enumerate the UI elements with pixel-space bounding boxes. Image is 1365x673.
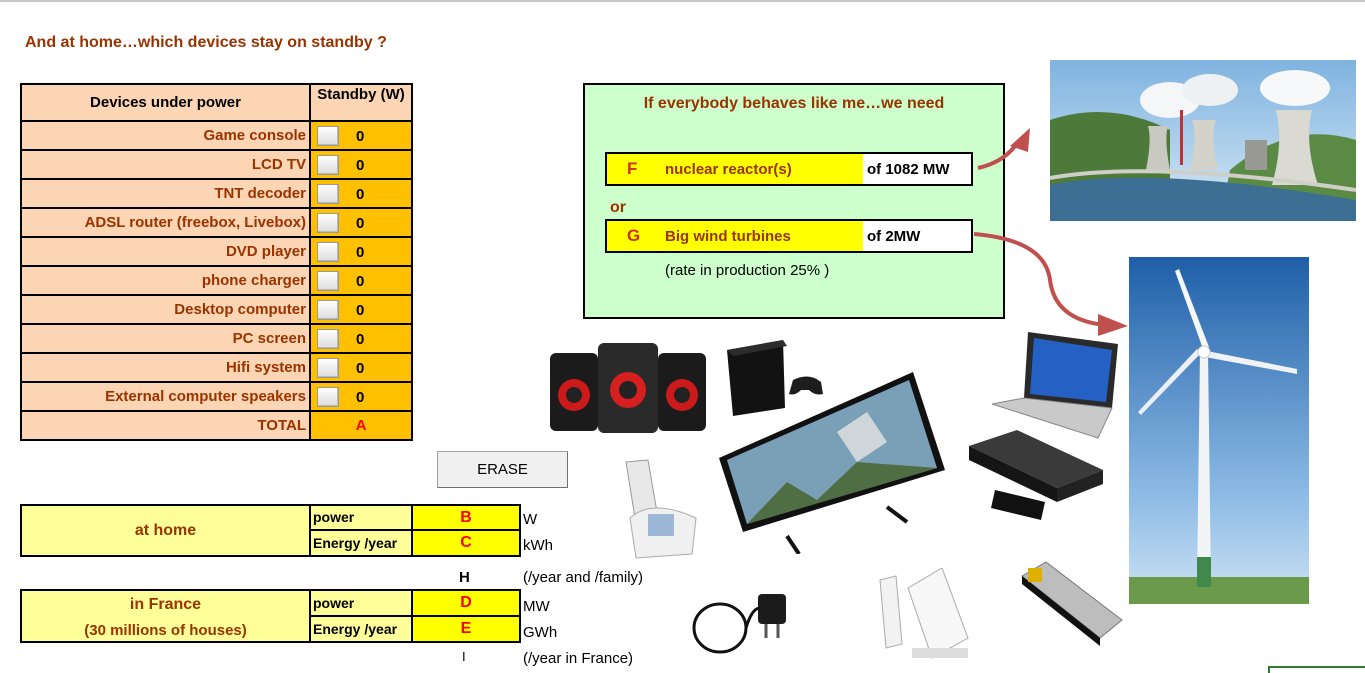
table-header: Devices under power Standby (W) <box>20 83 413 122</box>
device-checkbox[interactable] <box>317 358 339 378</box>
table-row: DVD player 0 <box>20 236 413 267</box>
or-label: or <box>610 199 626 216</box>
game-console-image <box>727 340 823 416</box>
table-row: ADSL router (freebox, Livebox) 0 <box>20 207 413 238</box>
wind-label: Big wind turbines <box>665 228 791 245</box>
device-label: TNT decoder <box>20 178 311 209</box>
home-per-value: H <box>459 569 470 586</box>
wind-turbine-image <box>1129 257 1309 604</box>
device-label: LCD TV <box>20 149 311 180</box>
dvd-player-image <box>969 430 1103 520</box>
device-standby-value: 0 <box>356 186 365 203</box>
device-checkbox[interactable] <box>317 242 339 262</box>
device-checkbox[interactable] <box>317 126 339 146</box>
device-standby-value: 0 <box>356 273 365 290</box>
device-checkbox[interactable] <box>317 184 339 204</box>
page-title: And at home…which devices stay on standb… <box>25 34 387 51</box>
device-standby-value: 0 <box>356 157 365 174</box>
device-standby-value: 0 <box>356 128 365 145</box>
device-standby-value: 0 <box>356 302 365 319</box>
france-power-unit: MW <box>523 598 550 615</box>
device-label: ADSL router (freebox, Livebox) <box>20 207 311 238</box>
device-checkbox[interactable] <box>317 155 339 175</box>
home-power-value: B <box>411 504 521 531</box>
total-label: TOTAL <box>20 410 311 441</box>
france-energy-value: E <box>411 615 521 643</box>
table-row: External computer speakers 0 <box>20 381 413 412</box>
france-power-label: power <box>309 589 413 617</box>
wind-value: G <box>627 226 641 245</box>
table-row: Desktop computer 0 <box>20 294 413 325</box>
device-standby-value: 0 <box>356 331 365 348</box>
device-label: PC screen <box>20 323 311 354</box>
home-energy-label: Energy /year <box>309 529 413 557</box>
phone-charger-image <box>692 594 786 654</box>
window-top-border <box>0 0 1365 2</box>
france-per-note: (/year in France) <box>523 650 634 667</box>
table-row: PC screen 0 <box>20 323 413 354</box>
device-label: Game console <box>20 120 311 151</box>
corner-marker <box>1268 666 1365 673</box>
home-energy-unit: kWh <box>523 537 553 554</box>
device-checkbox[interactable] <box>317 213 339 233</box>
header-devices: Devices under power <box>20 83 311 122</box>
device-label: Desktop computer <box>20 294 311 325</box>
wii-console-image <box>879 568 969 659</box>
laptop-image <box>991 332 1118 439</box>
nuclear-value: F <box>627 159 638 178</box>
arrow-to-wind <box>973 232 1106 327</box>
rate-note: (rate in production 25% ) <box>665 262 830 279</box>
france-block: in France (30 millions of houses) <box>20 589 311 643</box>
result-panel: If everybody behaves like me…we need F n… <box>583 83 1005 319</box>
header-standby: Standby (W) <box>309 83 413 122</box>
device-checkbox[interactable] <box>317 329 339 349</box>
device-label: Hifi system <box>20 352 311 383</box>
nuclear-plant-image <box>1050 60 1356 221</box>
lcd-tv-image <box>719 372 945 554</box>
france-energy-unit: GWh <box>523 624 558 641</box>
tnt-decoder-image <box>1021 561 1123 646</box>
table-row: LCD TV 0 <box>20 149 413 180</box>
wind-unit: of 2MW <box>867 228 921 245</box>
device-standby-value: 0 <box>356 360 365 377</box>
home-energy-value: C <box>411 529 521 557</box>
device-checkbox[interactable] <box>317 271 339 291</box>
device-standby-value: 0 <box>356 389 365 406</box>
wind-row: G Big wind turbines of 2MW <box>605 219 973 253</box>
home-label: at home <box>20 504 311 557</box>
device-label: External computer speakers <box>20 381 311 412</box>
device-standby-value: 0 <box>356 215 365 232</box>
erase-button[interactable]: ERASE <box>437 451 568 488</box>
nuclear-label: nuclear reactor(s) <box>665 161 792 178</box>
cordless-phone-image <box>625 459 697 559</box>
table-row: Game console 0 <box>20 120 413 151</box>
hifi-system-image <box>550 343 706 433</box>
france-per-value: I <box>462 649 466 664</box>
home-power-label: power <box>309 504 413 531</box>
france-power-value: D <box>411 589 521 617</box>
devices-table: Devices under power Standby (W) Game con… <box>20 83 413 441</box>
home-per-note: (/year and /family) <box>523 569 644 586</box>
france-sublabel: (30 millions of houses) <box>84 622 247 639</box>
device-label: phone charger <box>20 265 311 296</box>
nuclear-row: F nuclear reactor(s) of 1082 MW <box>605 152 973 186</box>
france-energy-label: Energy /year <box>309 615 413 643</box>
home-power-unit: W <box>523 511 538 528</box>
table-row: Hifi system 0 <box>20 352 413 383</box>
total-row: TOTAL A <box>20 410 413 441</box>
arrows <box>973 128 1128 336</box>
table-row: phone charger 0 <box>20 265 413 296</box>
france-label: in France <box>129 596 202 613</box>
device-checkbox[interactable] <box>317 300 339 320</box>
panel-heading: If everybody behaves like me…we need <box>643 95 945 112</box>
nuclear-unit: of 1082 MW <box>867 161 950 178</box>
total-value: A <box>309 410 413 441</box>
device-standby-value: 0 <box>356 244 365 261</box>
device-label: DVD player <box>20 236 311 267</box>
table-row: TNT decoder 0 <box>20 178 413 209</box>
device-checkbox[interactable] <box>317 387 339 407</box>
